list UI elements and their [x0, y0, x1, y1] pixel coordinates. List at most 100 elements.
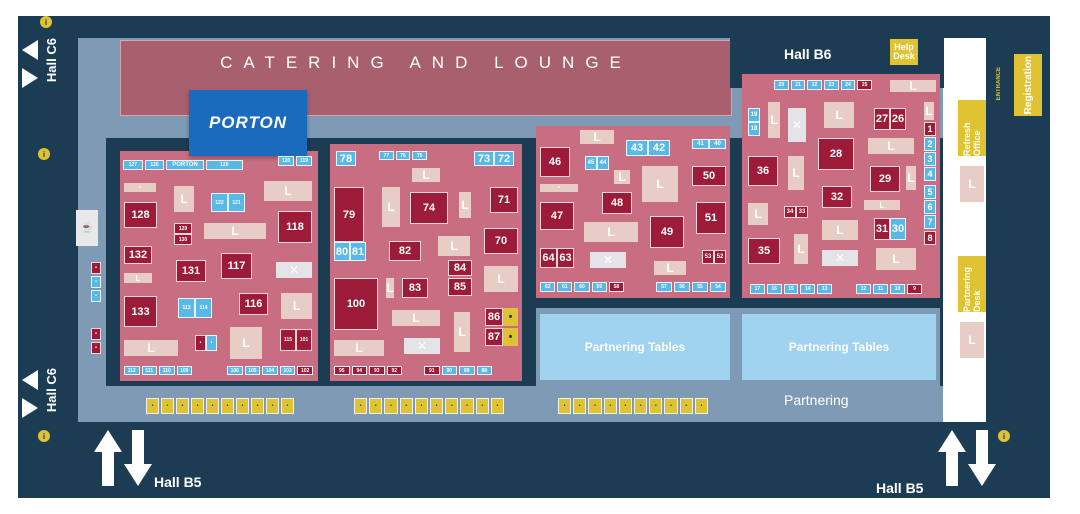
registration[interactable]: Registration — [1014, 54, 1042, 116]
yellow-booth[interactable]: • — [281, 398, 294, 414]
yellow-booth[interactable]: • — [251, 398, 264, 414]
lounge-h3-e[interactable]: L — [584, 222, 638, 242]
lounge-h4-l[interactable]: L — [876, 248, 916, 270]
booth-20[interactable]: 20 — [774, 80, 789, 90]
booth-91[interactable]: 91 — [424, 366, 440, 375]
booth-10[interactable]: 10 — [890, 284, 905, 294]
booth-70[interactable]: 70 — [484, 228, 518, 254]
booth-127[interactable]: 127 — [123, 160, 143, 170]
yellow-booth[interactable]: • — [384, 398, 398, 414]
booth-87-yellow[interactable]: • — [503, 328, 518, 346]
booth-1[interactable]: 1 — [924, 122, 936, 136]
booth-18[interactable]: 18 — [748, 122, 760, 136]
booth-114[interactable]: 114 — [195, 298, 212, 318]
booth-130[interactable]: 130 — [174, 234, 192, 245]
booth-porton-small[interactable]: PORTON — [166, 160, 204, 170]
booth-52[interactable]: 52 — [714, 250, 726, 264]
yellow-booth[interactable]: • — [161, 398, 174, 414]
yellow-booth[interactable]: • — [558, 398, 572, 414]
yellow-booth[interactable]: • — [573, 398, 587, 414]
booth-111[interactable]: 111 — [141, 366, 157, 375]
booth-88[interactable]: 88 — [476, 366, 492, 375]
booth-9[interactable]: 9 — [907, 284, 922, 294]
lounge-h3-c[interactable]: L — [642, 166, 678, 202]
lounge-h2-c[interactable]: L — [459, 192, 471, 218]
corridor-booth-d[interactable]: • — [91, 328, 101, 340]
booth-23[interactable]: 23 — [824, 80, 839, 90]
booth-17[interactable]: 17 — [750, 284, 765, 294]
lounge-h4-i[interactable]: L — [748, 203, 768, 225]
booth-19[interactable]: 19 — [748, 108, 760, 122]
yellow-booth[interactable]: • — [634, 398, 648, 414]
partnering-tables-2[interactable]: Partnering Tables — [742, 314, 936, 380]
booth-77[interactable]: 77 — [379, 151, 394, 160]
yellow-booth[interactable]: • — [221, 398, 234, 414]
booth-74[interactable]: 74 — [410, 192, 448, 224]
lounge-h1-h[interactable]: L — [230, 327, 262, 359]
booth-46[interactable]: 46 — [540, 147, 570, 177]
hall-c6-bottom[interactable]: Hall C6 — [20, 366, 64, 422]
booth-36[interactable]: 36 — [748, 156, 778, 186]
refresh-office[interactable]: Refresh Office L — [958, 100, 986, 204]
booth-25[interactable]: 25 — [857, 80, 873, 90]
booth-86-yellow[interactable]: • — [503, 308, 518, 326]
corridor-booth-a[interactable]: • — [91, 262, 101, 274]
booth-31[interactable]: 31 — [874, 218, 890, 240]
booth-12[interactable]: 12 — [856, 284, 871, 294]
catering-icon-h3[interactable]: ✕ — [590, 252, 626, 268]
booth-112[interactable]: 112 — [124, 366, 140, 375]
booth-58[interactable]: 58 — [608, 282, 625, 292]
yellow-booth[interactable]: • — [475, 398, 489, 414]
booth-129[interactable]: 129 — [174, 223, 192, 234]
booth-32[interactable]: 32 — [822, 186, 852, 208]
booth-16[interactable]: 16 — [766, 284, 782, 294]
booth-55[interactable]: 55 — [692, 282, 708, 292]
hall-b5-left[interactable]: Hall B5 — [94, 430, 254, 496]
booth-64[interactable]: 64 — [540, 248, 557, 268]
booth-95[interactable]: 95 — [334, 366, 350, 375]
booth-47[interactable]: 47 — [540, 202, 574, 230]
yellow-booth[interactable]: • — [191, 398, 204, 414]
booth-104[interactable]: 104 — [262, 366, 278, 375]
booth-21[interactable]: 21 — [790, 80, 806, 90]
yellow-booth[interactable]: • — [266, 398, 279, 414]
booth-33[interactable]: 33 — [796, 206, 808, 218]
booth-8[interactable]: 8 — [924, 231, 936, 245]
lounge-h1-f[interactable]: L — [281, 293, 312, 319]
booth-6[interactable]: 6 — [924, 200, 936, 214]
lounge-refresh[interactable]: L — [960, 166, 984, 202]
booth-126[interactable]: 126 — [144, 160, 165, 170]
booth-24[interactable]: 24 — [840, 80, 856, 90]
booth-72[interactable]: 72 — [494, 151, 514, 166]
yellow-booth[interactable]: • — [146, 398, 159, 414]
booth-29[interactable]: 29 — [870, 166, 900, 192]
lounge-h1-g[interactable]: L — [124, 340, 178, 356]
booth-50[interactable]: 50 — [692, 166, 726, 186]
booth-79[interactable]: 79 — [334, 187, 364, 242]
booth-89[interactable]: 89 — [459, 366, 475, 375]
partnering-desk[interactable]: Partnering Desk L — [958, 256, 986, 360]
porton-logo[interactable]: PORTON — [189, 90, 307, 156]
lounge-h3-a[interactable]: L — [580, 130, 614, 144]
booth-71[interactable]: 71 — [490, 187, 518, 213]
booth-4[interactable]: 4 — [924, 167, 936, 181]
yellow-booth[interactable]: • — [460, 398, 474, 414]
lounge-partnering[interactable]: L — [960, 322, 984, 358]
lounge-h4-g[interactable]: L — [906, 166, 916, 190]
booth-51[interactable]: 51 — [696, 202, 726, 234]
booth-115a[interactable]: • — [195, 335, 206, 351]
booth-120[interactable]: 120 — [205, 160, 243, 170]
booth-56[interactable]: 56 — [674, 282, 690, 292]
help-desk[interactable]: Help Desk — [890, 39, 918, 65]
booth-119[interactable]: 119 — [296, 156, 312, 166]
yellow-booth[interactable]: • — [354, 398, 368, 414]
yellow-booth[interactable]: • — [603, 398, 617, 414]
lounge-h1-d[interactable]: L — [204, 223, 266, 239]
lounge-h1-b[interactable]: L — [174, 186, 194, 212]
booth-122[interactable]: 122 — [211, 193, 228, 212]
lounge-h2-e[interactable]: L — [484, 266, 518, 292]
yellow-booth[interactable]: • — [588, 398, 602, 414]
yellow-booth[interactable]: • — [694, 398, 709, 414]
booth-86[interactable]: 86 — [485, 308, 503, 326]
booth-11[interactable]: 11 — [873, 284, 888, 294]
